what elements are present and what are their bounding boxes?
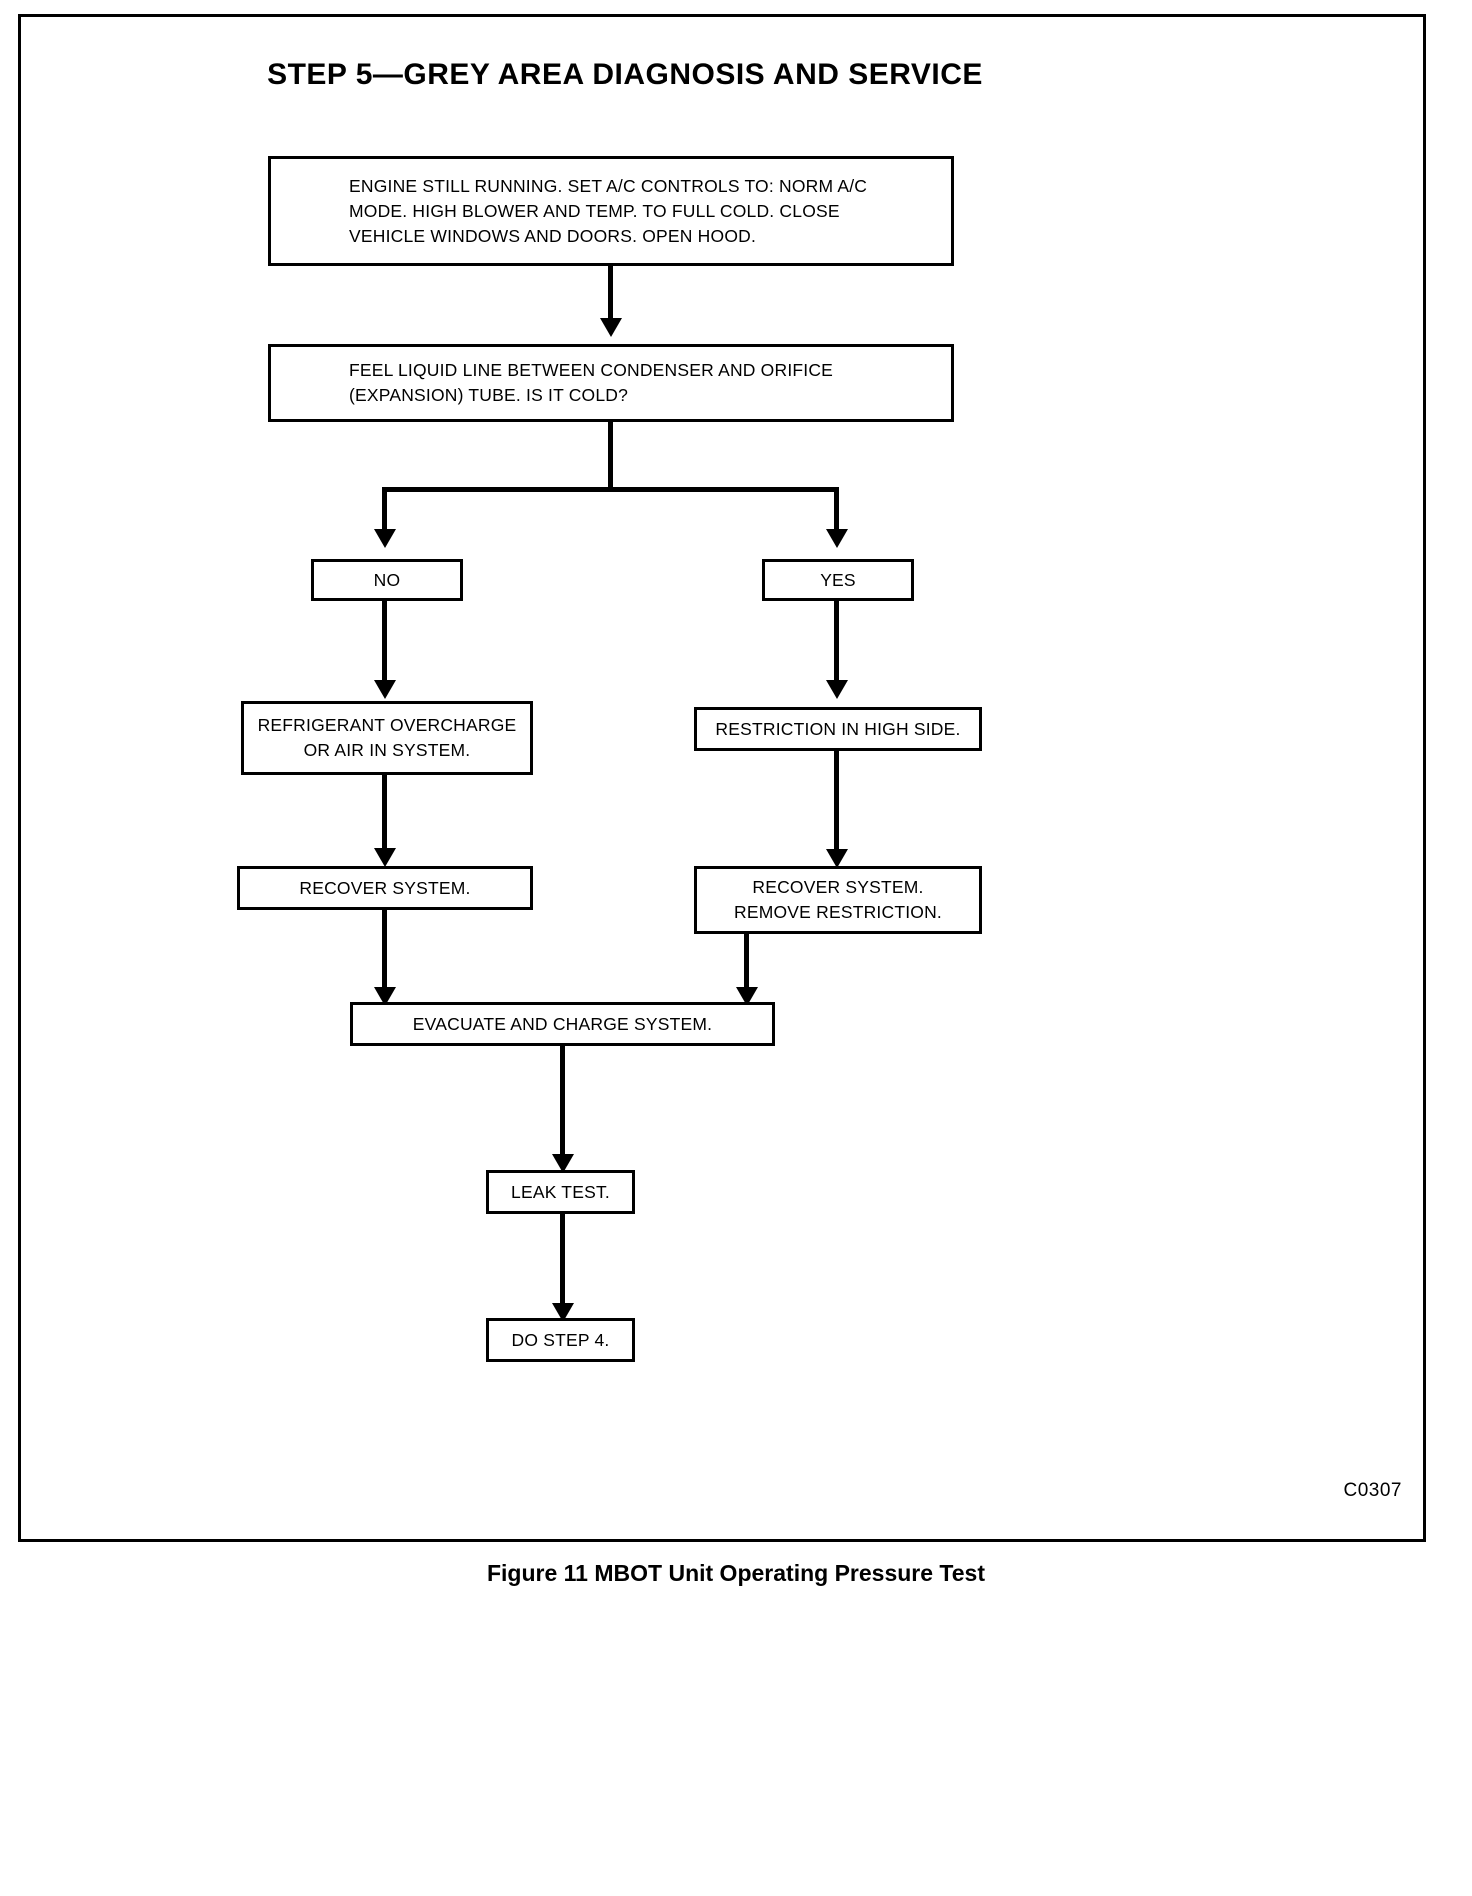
flow-node-recover-left-line-1: RECOVER SYSTEM. (299, 877, 471, 898)
connector-recover-right-to-evacuate (744, 934, 749, 1000)
flow-node-overcharge-line-1: REFRIGERANT OVERCHARGE (257, 715, 517, 735)
flow-node-recover-left: RECOVER SYSTEM. (237, 866, 533, 910)
flow-node-start-line-1: ENGINE STILL RUNNING. SET A/C CONTROLS T… (349, 175, 868, 196)
connector-split-to-no (382, 487, 387, 535)
arrowhead-split-to-yes (826, 529, 848, 548)
flow-node-no-label: NO (373, 569, 401, 590)
connector-question-to-split (608, 422, 613, 490)
page-border (18, 14, 1426, 1542)
flow-node-question: FEEL LIQUID LINE BETWEEN CONDENSER AND O… (268, 344, 954, 422)
flow-node-yes-label: YES (820, 569, 856, 590)
arrowhead-overcharge-to-recover (374, 848, 396, 867)
arrowhead-split-to-no (374, 529, 396, 548)
flow-node-recover-right-line-1: RECOVER SYSTEM. (752, 877, 924, 897)
flow-node-recover-right-line-2: REMOVE RESTRICTION. (734, 902, 942, 922)
connector-evacuate-to-leak-test (560, 1046, 565, 1166)
flow-node-start-line-3: VEHICLE WINDOWS AND DOORS. OPEN HOOD. (349, 225, 757, 246)
figure-caption: Figure 11 MBOT Unit Operating Pressure T… (486, 1560, 985, 1586)
flow-node-yes: YES (762, 559, 914, 601)
flow-node-evacuate: EVACUATE AND CHARGE SYSTEM. (350, 1002, 775, 1046)
connector-no-to-overcharge (382, 601, 387, 686)
flow-node-evacuate-line-1: EVACUATE AND CHARGE SYSTEM. (412, 1013, 713, 1034)
page-title: STEP 5—GREY AREA DIAGNOSIS AND SERVICE (267, 58, 983, 91)
connector-start-to-question (608, 266, 613, 324)
flow-node-restriction-line-1: RESTRICTION IN HIGH SIDE. (715, 718, 961, 739)
connector-leak-test-to-do-step-4 (560, 1214, 565, 1316)
flow-node-leak-test: LEAK TEST. (486, 1170, 635, 1214)
arrowhead-yes-to-restriction (826, 680, 848, 699)
connector-recover-left-to-evacuate (382, 910, 387, 1000)
arrowhead-evacuate-to-leak-test (552, 1154, 574, 1173)
figure-code: C0307 (1343, 1480, 1402, 1501)
flow-node-overcharge-line-2: OR AIR IN SYSTEM. (303, 740, 471, 760)
connector-restriction-to-recover (834, 751, 839, 861)
arrowhead-no-to-overcharge (374, 680, 396, 699)
connector-yes-to-restriction (834, 601, 839, 686)
arrowhead-start-to-question (600, 318, 622, 337)
flow-node-do-step-4: DO STEP 4. (486, 1318, 635, 1362)
flow-node-overcharge: REFRIGERANT OVERCHARGE OR AIR IN SYSTEM. (241, 701, 533, 775)
flow-node-start-line-2: MODE. HIGH BLOWER AND TEMP. TO FULL COLD… (349, 200, 840, 221)
flow-node-recover-right: RECOVER SYSTEM. REMOVE RESTRICTION. (694, 866, 982, 934)
arrowhead-recover-right-to-evacuate (736, 987, 758, 1006)
arrowhead-recover-left-to-evacuate (374, 987, 396, 1006)
connector-split-bar (382, 487, 838, 492)
flow-node-start: ENGINE STILL RUNNING. SET A/C CONTROLS T… (268, 156, 954, 266)
flow-node-no: NO (311, 559, 463, 601)
arrowhead-leak-test-to-do-step-4 (552, 1303, 574, 1322)
flow-node-do-step-4-line-1: DO STEP 4. (511, 1329, 610, 1350)
connector-split-to-yes (834, 487, 839, 535)
flow-node-restriction: RESTRICTION IN HIGH SIDE. (694, 707, 982, 751)
flow-node-question-line-2: (EXPANSION) TUBE. IS IT COLD? (349, 385, 629, 405)
flow-node-leak-test-line-1: LEAK TEST. (511, 1181, 610, 1202)
connector-overcharge-to-recover (382, 775, 387, 860)
flow-node-question-line-1: FEEL LIQUID LINE BETWEEN CONDENSER AND O… (349, 360, 834, 380)
arrowhead-restriction-to-recover (826, 849, 848, 868)
